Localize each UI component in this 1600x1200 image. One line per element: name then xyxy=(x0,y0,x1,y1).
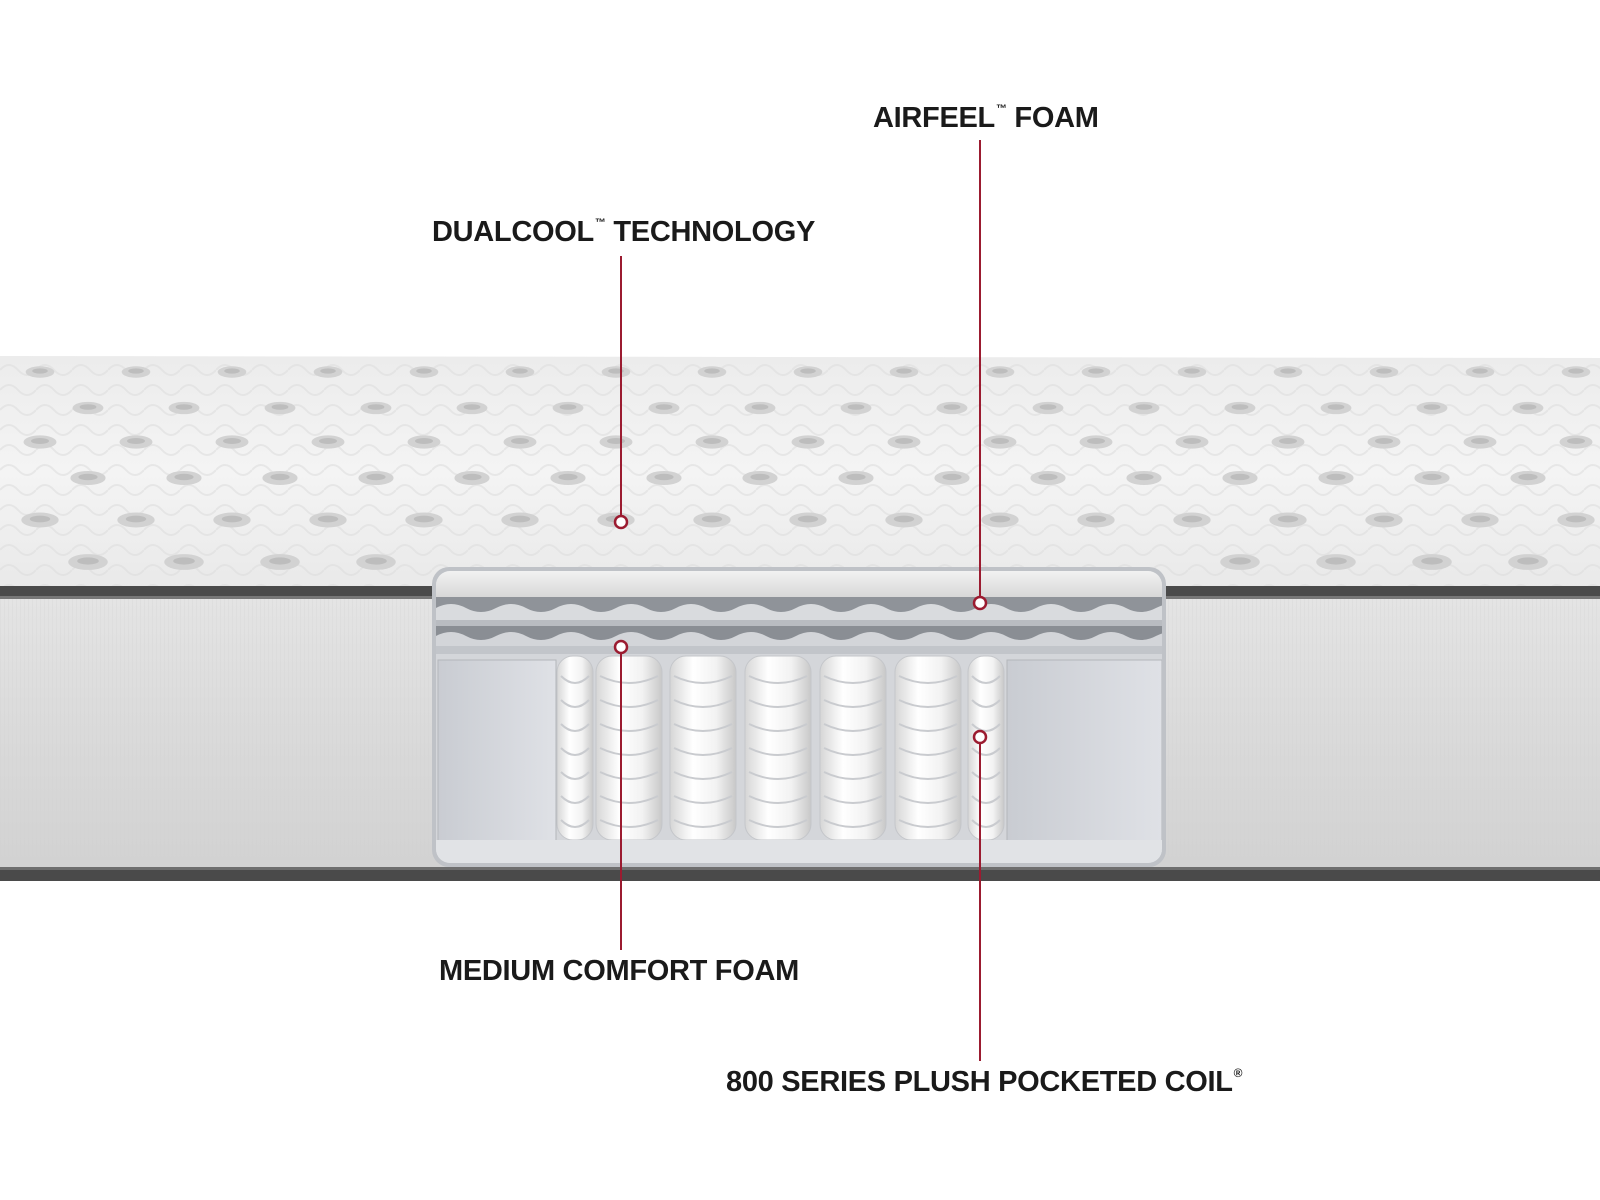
airfeel-callout-dot xyxy=(972,595,988,611)
edge-support-left xyxy=(437,659,557,851)
dualcool-technology-label: DUALCOOL™ TECHNOLOGY xyxy=(432,216,815,248)
quilt-dimples xyxy=(21,366,1595,570)
medium-callout-dot xyxy=(613,639,629,655)
dualcool-callout-dot xyxy=(613,514,629,530)
bottom-piping xyxy=(0,867,1600,881)
pocketed-coil xyxy=(595,655,663,841)
pocketed-coil xyxy=(967,655,1005,841)
pocketed-coil xyxy=(744,655,812,841)
medium-comfort-foam-label: MEDIUM COMFORT FOAM xyxy=(439,955,799,987)
pocketed-coil xyxy=(556,655,594,841)
pocketed-coils xyxy=(556,655,1005,841)
coil-callout-dot xyxy=(972,729,988,745)
airfeel-foam-label: AIRFEEL™ FOAM xyxy=(873,102,1099,134)
pocketed-coil xyxy=(819,655,887,841)
pocketed-coil xyxy=(669,655,737,841)
pocketed-coil-label: 800 SERIES PLUSH POCKETED COIL® xyxy=(726,1066,1243,1098)
cutaway-window xyxy=(432,567,1166,867)
pocketed-coil xyxy=(894,655,962,841)
quilt-top-layer xyxy=(436,571,1162,597)
callout-lines xyxy=(613,140,988,1061)
edge-support-right xyxy=(1006,659,1162,851)
